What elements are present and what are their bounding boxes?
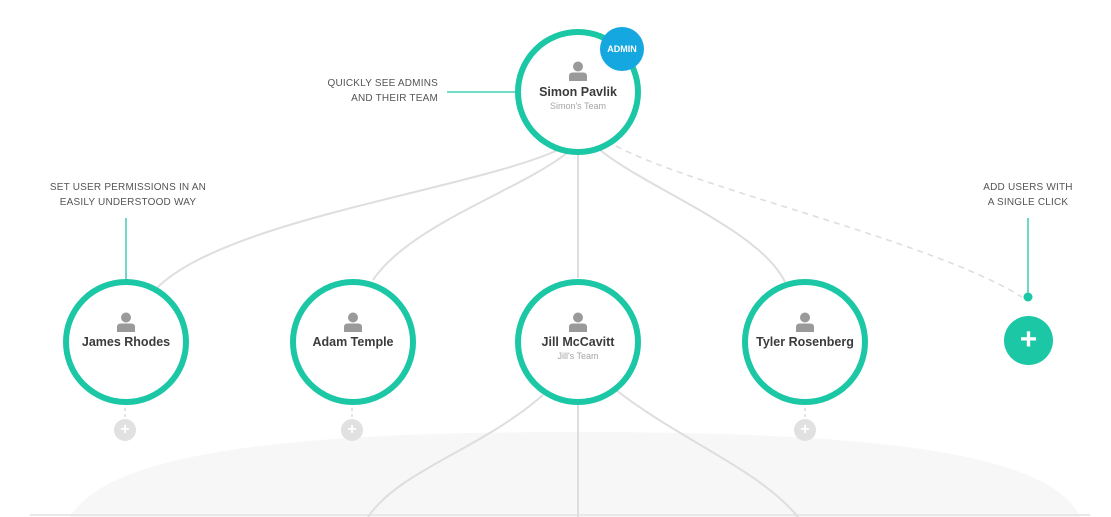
link-jill-left bbox=[367, 394, 544, 517]
link-root-james-rhodes bbox=[154, 149, 559, 291]
user-node-root[interactable]: Simon Pavlik Simon's Team bbox=[515, 29, 641, 155]
user-name: Jill McCavitt bbox=[541, 335, 615, 349]
user-name: Simon Pavlik bbox=[539, 85, 617, 99]
link-root-tyler-rosenberg bbox=[599, 149, 786, 283]
person-icon bbox=[569, 312, 587, 332]
callout-permissions-line-2: EASILY UNDERSTOOD WAY bbox=[59, 197, 197, 208]
user-team: Simon's Team bbox=[549, 101, 607, 111]
person-icon bbox=[117, 312, 135, 332]
plus-icon: + bbox=[800, 421, 810, 438]
callout-permissions: SET USER PERMISSIONS IN AN EASILY UNDERS… bbox=[38, 180, 218, 210]
user-team: Jill's Team bbox=[557, 351, 599, 361]
person-icon bbox=[796, 312, 814, 332]
add-user-button[interactable]: + bbox=[1004, 316, 1053, 365]
callout-admins-line-1: QUICKLY SEE ADMINS bbox=[327, 78, 438, 89]
plus-icon: + bbox=[1019, 323, 1038, 356]
add-subordinate-button-adam-temple[interactable]: + bbox=[341, 419, 363, 441]
user-name: James Rhodes bbox=[81, 335, 171, 349]
admin-badge: ADMIN bbox=[600, 27, 644, 71]
person-icon bbox=[569, 61, 587, 81]
background-shape bbox=[70, 432, 1080, 517]
add-subordinate-button-tyler-rosenberg[interactable]: + bbox=[794, 419, 816, 441]
callout-add-users-line-2: A SINGLE CLICK bbox=[987, 197, 1069, 208]
link-jill-right bbox=[615, 389, 799, 517]
plus-icon: + bbox=[347, 421, 357, 438]
add-subordinate-button-james-rhodes[interactable]: + bbox=[114, 419, 136, 441]
callout-permissions-line-1: SET USER PERMISSIONS IN AN bbox=[49, 182, 207, 193]
callout-add-users: ADD USERS WITH A SINGLE CLICK bbox=[958, 180, 1098, 210]
callout-admins-line-2: AND THEIR TEAM bbox=[351, 93, 438, 104]
callout-add-users-line-1: ADD USERS WITH bbox=[983, 182, 1073, 193]
user-node-adam-temple[interactable]: Adam Temple bbox=[290, 279, 416, 405]
plus-icon: + bbox=[120, 421, 130, 438]
user-node-james-rhodes[interactable]: James Rhodes bbox=[63, 279, 189, 405]
user-name: Tyler Rosenberg bbox=[756, 335, 854, 349]
callout-dot-add-users bbox=[1023, 292, 1033, 302]
user-node-tyler-rosenberg[interactable]: Tyler Rosenberg bbox=[742, 279, 868, 405]
callout-admins: QUICKLY SEE ADMINS AND THEIR TEAM bbox=[300, 76, 438, 106]
link-root-adam-temple bbox=[372, 152, 568, 281]
user-name: Adam Temple bbox=[312, 335, 394, 349]
user-node-jill-mccavitt[interactable]: Jill McCavitt Jill's Team bbox=[515, 279, 641, 405]
person-icon bbox=[344, 312, 362, 332]
link-root-add-user bbox=[615, 145, 1023, 298]
